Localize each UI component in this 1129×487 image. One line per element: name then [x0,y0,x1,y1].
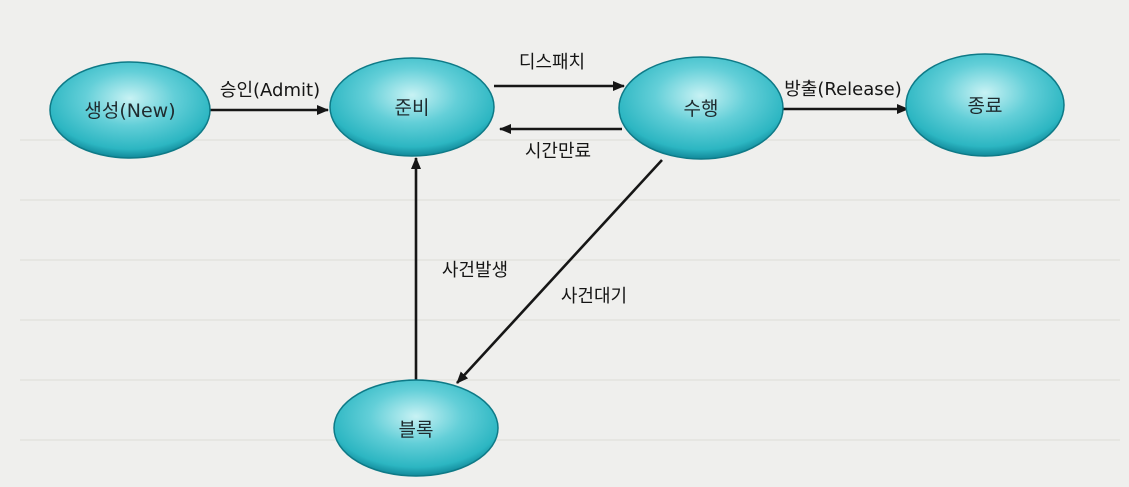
state-node-running: 수행 [618,56,784,160]
transition-label-release: 방출(Release) [784,79,902,100]
state-label-running: 수행 [684,98,719,120]
transition-label-event-occurs: 사건발생 [442,260,508,281]
transition-label-event-wait: 사건대기 [561,286,627,307]
state-label-blocked: 블록 [399,419,434,441]
state-node-blocked: 블록 [333,379,499,477]
state-node-ready: 준비 [329,57,495,157]
state-label-ready: 준비 [395,97,430,119]
state-label-new: 생성(New) [84,100,175,122]
transition-arrows [210,81,909,384]
transition-label-dispatch: 디스패치 [519,52,585,73]
state-node-new: 생성(New) [49,61,211,159]
state-node-terminated: 종료 [905,53,1065,157]
transition-label-admit: 승인(Admit) [220,80,320,101]
event-wait-arrow [456,159,663,384]
state-label-terminated: 종료 [968,95,1003,117]
transition-label-timeout: 시간만료 [525,141,591,162]
